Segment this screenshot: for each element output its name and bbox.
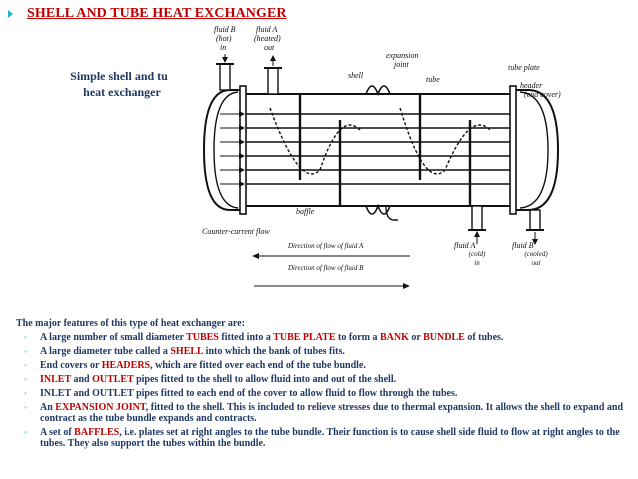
flow-direction-b-label: Direction of flow of fluid B: [288, 264, 364, 272]
label-header-2: (end cover): [524, 90, 561, 99]
feature-text: End covers or HEADERS, which are fitted …: [40, 360, 366, 371]
feature-text: INLET and OUTLET pipes fitted to the she…: [40, 374, 396, 385]
feature-text-segment: A set of: [40, 427, 75, 438]
feature-item: ◦ End covers or HEADERS, which are fitted…: [16, 360, 634, 371]
exchanger-body: [202, 63, 560, 231]
features-list: ◦ A large number of small diameter TUBES …: [16, 332, 634, 449]
label-fluid-b-hot-1: fluid B: [214, 25, 236, 34]
highlight-term: BAFFLES: [74, 427, 120, 438]
label-fluid-b-hot-3: in: [220, 43, 226, 52]
label-fluid-b-cooled-rest: (cooled) out: [516, 250, 556, 268]
label-counter-current: Counter-current flow: [202, 227, 270, 236]
list-bullet-icon: ◦: [24, 346, 28, 356]
feature-text-segment: or: [408, 332, 424, 343]
feature-text-segment: into which the bank of tubes fits.: [203, 346, 345, 357]
feature-text-segment: A large number of small diameter: [40, 332, 187, 343]
list-bullet-icon: ◦: [24, 388, 28, 398]
label-header-1: header: [520, 81, 543, 90]
feature-text: An EXPANSION JOINT, fitted to the shell.…: [40, 402, 623, 424]
feature-text-segment: INLET and OUTLET pipes fitted to each en…: [40, 388, 458, 399]
label-fluid-a-cold-1: fluid A: [454, 241, 476, 250]
label-baffle: baffle: [296, 207, 315, 216]
feature-text-segment: , fitted to the shell. This is included …: [40, 402, 624, 424]
list-bullet-icon: ◦: [24, 374, 28, 384]
list-bullet-icon: ◦: [24, 360, 28, 370]
label-fluid-b-cooled-3: out: [531, 259, 541, 267]
label-shell: shell: [348, 71, 364, 80]
feature-text-segment: A large diameter tube called a: [40, 346, 171, 357]
feature-item: ◦ An EXPANSION JOINT, fitted to the shell…: [16, 402, 634, 424]
label-fluid-a-heated-2: (heated): [254, 34, 281, 43]
feature-text: A large diameter tube called a SHELL int…: [40, 346, 345, 357]
flow-arrow-a: [252, 253, 410, 259]
highlight-term: OUTLET: [92, 374, 134, 385]
flow-direction-a-label: Direction of flow of fluid A: [288, 242, 364, 250]
list-bullet-icon: ◦: [24, 402, 28, 412]
feature-text-segment: pipes fitted to the shell to allow fluid…: [133, 374, 397, 385]
highlight-term: EXPANSION JOINT: [55, 402, 146, 413]
label-fluid-b-cooled-1: fluid B: [512, 241, 534, 250]
feature-text: A set of BAFFLES, i.e. plates set at rig…: [40, 427, 620, 449]
highlight-term: BUNDLE: [423, 332, 465, 343]
highlight-term: BANK: [379, 332, 409, 343]
label-tube-plate: tube plate: [508, 63, 540, 72]
list-bullet-icon: ◦: [24, 332, 28, 342]
flow-arrow-b: [254, 283, 410, 289]
highlight-term: HEADERS: [101, 360, 151, 371]
feature-text-segment: An: [40, 402, 56, 413]
tube-flow-arrows: [220, 54, 538, 245]
label-fluid-b-hot-2: (hot): [216, 34, 232, 43]
label-tube: tube: [426, 75, 440, 84]
features-section: The major features of this type of heat …: [16, 318, 634, 452]
highlight-term: INLET: [40, 374, 71, 385]
feature-item: ◦ A set of BAFFLES, i.e. plates set at ri…: [16, 427, 634, 449]
feature-item: ◦ INLET and OUTLET pipes fitted to each e…: [16, 388, 634, 399]
diagram-caption: Simple shell and tu heat exchanger: [62, 68, 182, 100]
label-fluid-a-heated-3: out: [264, 43, 275, 52]
highlight-term: TUBE PLATE: [273, 332, 336, 343]
highlight-term: TUBES: [186, 332, 219, 343]
feature-text-segment: End covers or: [40, 360, 102, 371]
diagram-labels: fluid B (hot) in fluid A (heated) out sh…: [202, 25, 561, 250]
label-fluid-a-heated-1: fluid A: [256, 25, 278, 34]
label-fluid-b-cooled-2: (cooled): [524, 250, 548, 258]
label-expansion-1: expansion: [386, 51, 418, 60]
title-row: SHELL AND TUBE HEAT EXCHANGER: [6, 4, 287, 24]
feature-text-segment: to form a: [335, 332, 380, 343]
label-fluid-a-cold-2: (cold): [468, 250, 486, 258]
feature-text-segment: , i.e. plates set at right angles to the…: [40, 427, 620, 449]
highlight-term: SHELL: [170, 346, 204, 357]
feature-text-segment: and: [70, 374, 93, 385]
slide-title: SHELL AND TUBE HEAT EXCHANGER: [27, 6, 287, 21]
caption-line-1: Simple shell and tu: [70, 69, 168, 83]
feature-text: A large number of small diameter TUBES f…: [40, 332, 503, 343]
list-bullet-icon: ◦: [24, 427, 28, 437]
feature-text: INLET and OUTLET pipes fitted to each en…: [40, 388, 457, 399]
feature-text-segment: , which are fitted over each end of the …: [150, 360, 366, 371]
label-expansion-2: joint: [393, 60, 409, 69]
bullet-arrow-icon: [8, 10, 13, 18]
feature-text-segment: of tubes.: [464, 332, 504, 343]
feature-item: ◦ A large number of small diameter TUBES …: [16, 332, 634, 343]
label-fluid-a-cold-3: in: [474, 259, 480, 267]
feature-item: ◦ A large diameter tube called a SHELL in…: [16, 346, 634, 357]
feature-item: ◦ INLET and OUTLET pipes fitted to the sh…: [16, 374, 634, 385]
label-fluid-a-cold-rest: (cold) in: [460, 250, 494, 268]
caption-line-2: heat exchanger: [83, 85, 161, 99]
feature-text-segment: fitted into a: [218, 332, 274, 343]
heat-exchanger-diagram: fluid B (hot) in fluid A (heated) out sh…: [202, 25, 561, 250]
features-intro: The major features of this type of heat …: [16, 318, 245, 329]
